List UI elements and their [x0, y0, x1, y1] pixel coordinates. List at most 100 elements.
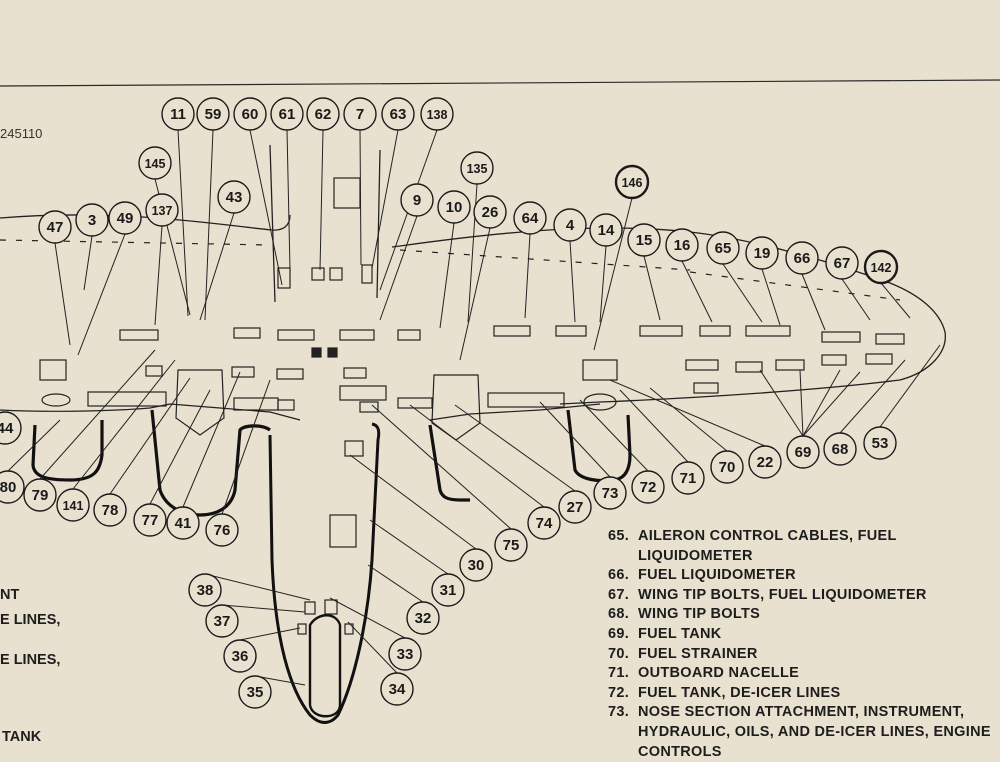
legend-text: WING TIP BOLTS, FUEL LIQUIDOMETER [638, 586, 927, 603]
callout-label: 78 [102, 502, 119, 519]
legend-text: FUEL STRAINER [638, 645, 758, 662]
callout-circle [785, 241, 819, 275]
legend-text: AILERON CONTROL CABLES, FUEL LIQUIDOMETE… [638, 528, 897, 564]
callout-label: 11 [170, 106, 186, 123]
callout-label: 36 [232, 648, 249, 665]
callout-67: 67 [825, 246, 859, 280]
nose-hatch [308, 614, 342, 718]
leader-line [459, 227, 491, 361]
access-panel [276, 368, 304, 380]
bolt-marker [311, 347, 322, 358]
callout-31: 31 [431, 573, 465, 607]
callout-label: 62 [315, 106, 332, 123]
callout-label: 65 [715, 240, 732, 257]
callout-circle [614, 164, 650, 200]
callout-74: 74 [527, 506, 561, 540]
access-panel [277, 267, 291, 289]
callout-circle [589, 213, 623, 247]
callout-label: 53 [872, 435, 889, 452]
leader-line [204, 129, 214, 321]
callout-circle [706, 231, 740, 265]
callout-circle [161, 97, 195, 131]
access-panel [397, 329, 421, 341]
callout-41: 41 [166, 506, 200, 540]
callout-label: 67 [834, 255, 851, 272]
callout-circle [75, 203, 109, 237]
callout-label: 31 [440, 582, 457, 599]
callout-26: 26 [473, 195, 507, 229]
callout-label: 19 [754, 245, 771, 262]
legend-item: 66.FUEL LIQUIDOMETER [608, 566, 998, 586]
leader-line [681, 260, 713, 323]
leader-line [880, 282, 911, 319]
callout-36: 36 [223, 639, 257, 673]
callout-label: 43 [226, 189, 243, 206]
callout-label: 79 [32, 487, 49, 504]
callout-27: 27 [558, 490, 592, 524]
callout-15: 15 [627, 223, 661, 257]
callout-circle [166, 506, 200, 540]
access-panel [333, 177, 361, 209]
leader-line [177, 129, 189, 317]
callout-circle [23, 478, 57, 512]
callout-label: 33 [397, 646, 414, 663]
callout-circle [863, 426, 897, 460]
callout-72: 72 [631, 470, 665, 504]
callout-64: 64 [513, 201, 547, 235]
callout-30: 30 [459, 548, 493, 582]
access-panel [745, 325, 791, 337]
callout-circle [270, 97, 304, 131]
access-panel [487, 392, 565, 408]
cut-off-legend-2: E LINES, [0, 612, 61, 628]
legend-num: 70. [608, 645, 630, 662]
callout-label: 15 [636, 232, 653, 249]
callout-62: 62 [306, 97, 340, 131]
access-panel [735, 361, 763, 373]
access-panel [39, 359, 67, 381]
callout-circle [133, 503, 167, 537]
callout-9: 9 [400, 183, 434, 217]
legend-text: NOSE SECTION ATTACHMENT, INSTRUMENT, HYD… [638, 704, 991, 760]
access-panel [233, 397, 279, 411]
leader-line [239, 627, 301, 641]
callout-circle [238, 675, 272, 709]
callout-49: 49 [108, 201, 142, 235]
callout-circle [0, 470, 25, 504]
callout-circle [823, 432, 857, 466]
callout-circle [205, 513, 239, 547]
access-panel [277, 329, 315, 341]
callout-label: 74 [536, 515, 553, 532]
leader-line [319, 129, 324, 271]
callout-circle [56, 488, 90, 522]
access-panel [359, 401, 379, 413]
legend-num: 68. [608, 606, 630, 623]
callout-circle [138, 146, 172, 180]
leader-line [649, 387, 728, 452]
leader-line [579, 399, 649, 472]
leader-line [539, 401, 611, 478]
callout-circle [671, 461, 705, 495]
callout-68: 68 [823, 432, 857, 466]
access-panel [821, 331, 861, 343]
callout-label: 30 [468, 557, 485, 574]
leader-line [199, 212, 235, 321]
leader-line [249, 129, 283, 286]
leader-line [801, 273, 826, 331]
leader-line [7, 419, 61, 472]
cut-off-legend-3: E LINES, [0, 652, 61, 668]
callout-79: 79 [23, 478, 57, 512]
legend-item: 72.FUEL TANK, DE-ICER LINES [608, 684, 998, 704]
callout-3: 3 [75, 203, 109, 237]
access-panel [639, 325, 683, 337]
leader-line [83, 235, 93, 291]
callout-10: 10 [437, 190, 471, 224]
legend-item: 67.WING TIP BOLTS, FUEL LIQUIDOMETER [608, 586, 998, 606]
leader-line [77, 233, 126, 356]
callout-circle [494, 528, 528, 562]
callout-label: 73 [602, 485, 619, 502]
callout-78: 78 [93, 493, 127, 527]
callout-22: 22 [748, 445, 782, 479]
callout-63: 63 [381, 97, 415, 131]
